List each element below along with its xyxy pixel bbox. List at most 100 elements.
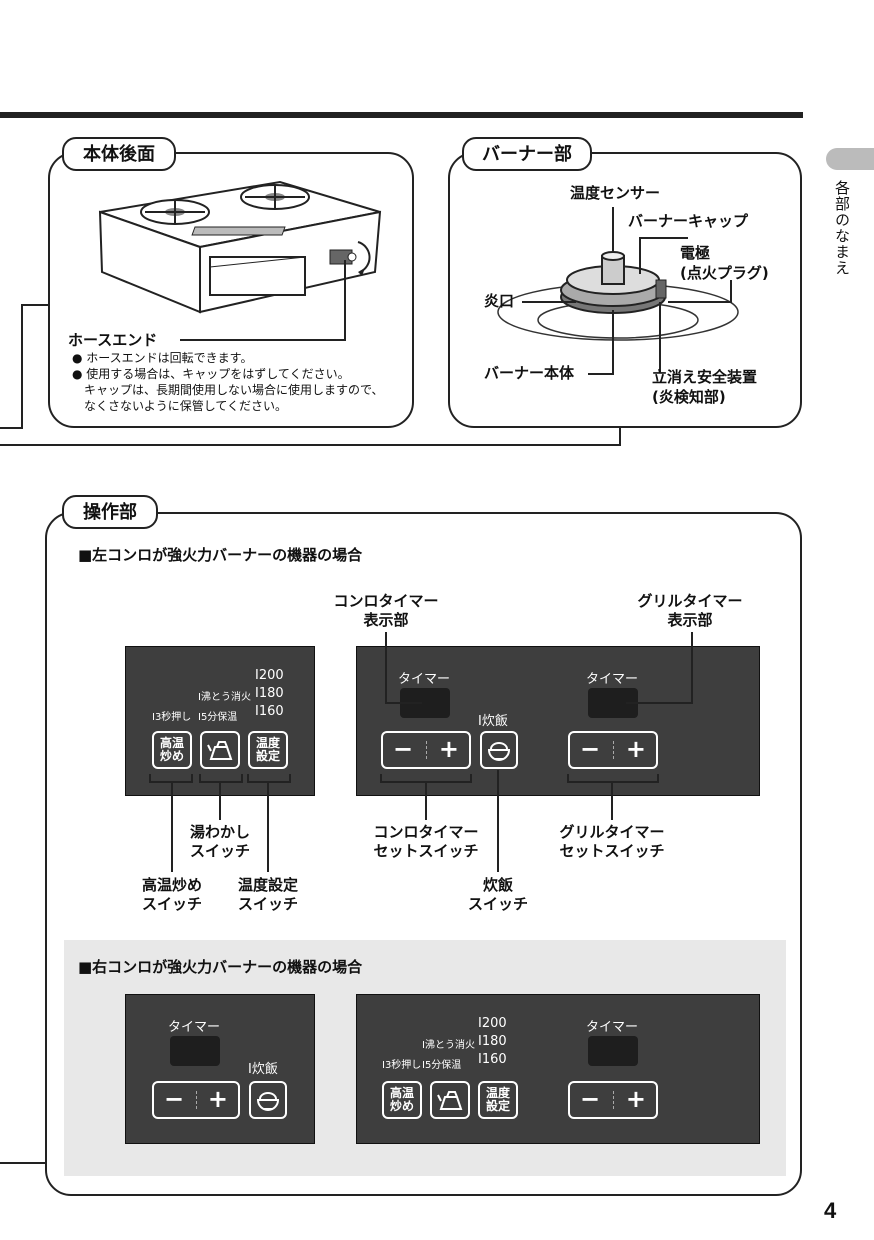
rice-switch-label-2: スイッチ [467,895,528,913]
grill-timer-display-label-1: グリルタイマー [637,592,743,610]
rice-label: Ι炊飯 [248,1062,278,1077]
left-case-heading: ■左コンロが強火力バーナーの機器の場合 [78,546,363,564]
stirfry-switch-label-1: 高温炒め [141,876,202,894]
grill-timer-set-label-2: セットスイッチ [559,842,665,860]
grill-timer-display [588,1036,638,1066]
stove-timer-label: タイマー [398,672,451,687]
burner-panel [448,152,802,428]
right-case-heading: ■右コンロが強火力バーナーの機器の場合 [78,958,363,976]
temp-setting-button[interactable]: 温度設定 [478,1081,518,1119]
controls-title: 操作部 [62,495,158,529]
minus-icon: − [164,1085,185,1113]
hose-end-leader [180,260,346,341]
rice-button[interactable] [480,731,518,769]
rice-switch-label-1: 炊飯 [482,876,513,894]
temp-btn-line1: 温度 [485,1086,510,1100]
safety-device-sub-label: (炎検知部) [652,388,726,406]
stove-timer-label: タイマー [168,1020,221,1035]
rice-bowl-icon [487,742,511,761]
burner-body-label: バーナー本体 [484,364,575,382]
flame-port-label: 炎口 [484,292,515,310]
top-rule [0,112,803,118]
burner-illustration [497,207,739,375]
grill-timer-display-label-2: 表示部 [667,611,713,629]
grill-timer-label: タイマー [586,1020,639,1035]
rear-note-1: ● ホースエンドは回転できます。 [72,351,253,365]
right-case-right-panel [356,994,760,1144]
burner-cap-label: バーナーキャップ [628,212,749,230]
controls-panel [45,512,802,1196]
plus-icon: + [438,735,459,763]
boil-off-label: Ι沸とう消火 [198,692,251,703]
stirfry-switch-label-2: スイッチ [141,895,202,913]
stove-timer-display [170,1036,220,1066]
kettle-button[interactable] [200,731,240,769]
grill-timer-set-button[interactable]: − + [568,731,658,769]
temp-btn-line2: 設定 [485,1099,510,1113]
kettle-button[interactable] [430,1081,470,1119]
hold-3s-label: Ι3秒押し [152,712,192,723]
temp-btn-line1: 温度 [255,736,280,750]
grill-timer-set-button[interactable]: − + [568,1081,658,1119]
rice-button[interactable] [249,1081,287,1119]
rear-note-4: なくさないように保管してください。 [72,399,288,413]
kettle-switch-label-2: スイッチ [189,842,250,860]
rice-bowl-icon [256,1092,280,1111]
stirfry-button[interactable]: 高温炒め [152,731,192,769]
stove-timer-set-label-1: コンロタイマー [373,823,479,841]
hold-3s-label: Ι3秒押し [382,1060,422,1071]
stove-timer-set-label-2: セットスイッチ [373,842,479,860]
temp-setting-button[interactable]: 温度設定 [248,731,288,769]
grill-timer-set-label-1: グリルタイマー [559,823,665,841]
minus-icon: − [580,1085,601,1113]
plus-icon: + [625,735,646,763]
temp-sensor-label: 温度センサー [570,184,661,202]
minus-icon: − [580,735,601,763]
plus-icon: + [625,1085,646,1113]
stove-timer-set-button[interactable]: − + [381,731,471,769]
kettle-switch-label-1: 湯わかし [189,823,250,841]
stove-rear-illustration [98,180,382,314]
plus-icon: + [207,1085,228,1113]
temp-180-label: Ι180 [478,1034,507,1049]
stirfry-button[interactable]: 高温炒め [382,1081,422,1119]
temp-btn-line2: 設定 [255,749,280,763]
temp-200-label: Ι200 [478,1016,507,1031]
temp-180-label: Ι180 [255,686,284,701]
stove-timer-set-button[interactable]: − + [152,1081,240,1119]
keep-warm-label: Ι5分保温 [198,712,238,723]
right-case-left-panel [125,994,315,1144]
keep-warm-label: Ι5分保温 [422,1060,462,1071]
stirfry-btn-line2: 炒め [159,749,184,763]
boil-off-label: Ι沸とう消火 [422,1040,475,1051]
rear-note-2: ● 使用する場合は、キャップをはずしてください。 [72,367,350,381]
safety-device-label: 立消え安全装置 [652,368,758,386]
grill-timer-label: タイマー [586,672,639,687]
section-tab [826,148,874,170]
burner-title: バーナー部 [462,137,592,171]
kettle-icon [437,1091,463,1110]
rear-note-3: キャップは、長期間使用しない場合に使用しますので、 [72,383,384,397]
rear-view-title: 本体後面 [62,137,176,171]
stove-timer-display-label-2: 表示部 [363,611,409,629]
electrode-label: 電極 [680,244,711,262]
rear-view-panel [48,152,414,428]
stove-timer-display-label-1: コンロタイマー [333,592,439,610]
minus-icon: − [393,735,414,763]
temp-200-label: Ι200 [255,668,284,683]
temp-160-label: Ι160 [478,1052,507,1067]
temp-160-label: Ι160 [255,704,284,719]
electrode-sub-label: (点火プラグ) [680,264,769,282]
stirfry-btn-line2: 炒め [389,1099,414,1113]
hose-end-label: ホースエンド [68,331,158,349]
tempset-switch-label-2: スイッチ [237,895,298,913]
rice-label: Ι炊飯 [478,714,508,729]
tempset-switch-label-1: 温度設定 [237,876,298,894]
page-number: 4 [824,1198,837,1223]
stirfry-btn-line1: 高温 [389,1086,414,1100]
kettle-icon [207,741,233,760]
stirfry-btn-line1: 高温 [159,736,184,750]
section-tab-label: 各部のなまえ [833,180,851,276]
